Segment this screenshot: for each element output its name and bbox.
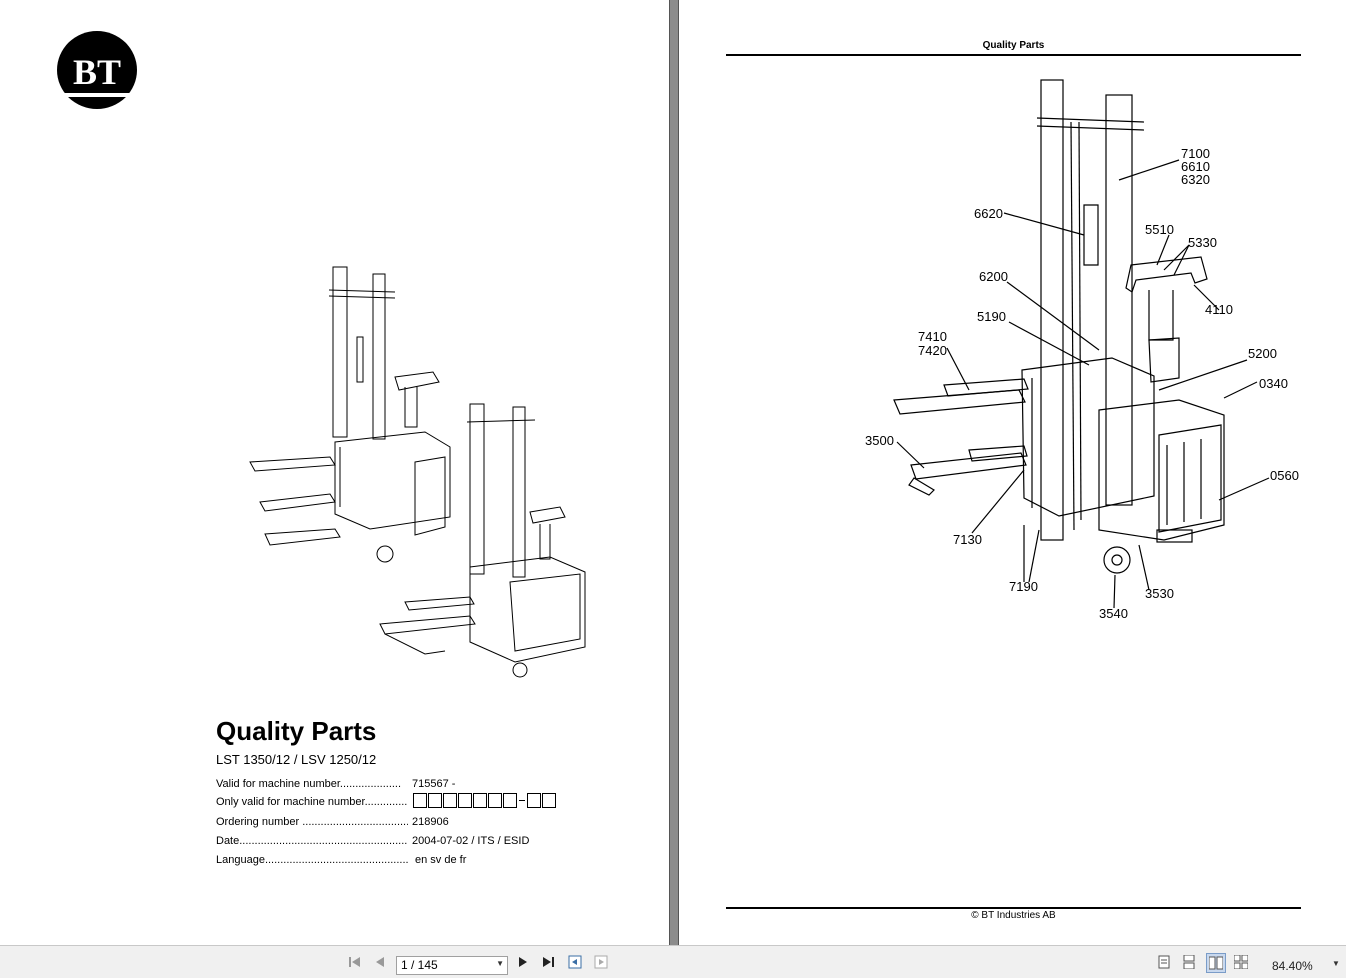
page-header: Quality Parts (982, 40, 1045, 51)
single-page-icon[interactable] (1155, 953, 1173, 971)
callout-3540: 3540 (1099, 606, 1128, 621)
info-value: en sv de fr (415, 854, 467, 866)
exploded-parts-diagram (893, 79, 1270, 609)
first-page-icon[interactable] (346, 953, 364, 971)
facing-icon[interactable] (1206, 953, 1226, 973)
info-value: 715567 - (412, 778, 456, 790)
callout-7410: 7410 (918, 329, 947, 344)
callout-3530: 3530 (1145, 586, 1174, 601)
callout-0340: 0340 (1259, 376, 1288, 391)
callout-6200: 6200 (979, 269, 1008, 284)
prev-page-icon[interactable] (371, 953, 389, 971)
right-page: Quality Parts (678, 0, 1346, 945)
document-subtitle: LST 1350/12 / LSV 1250/12 (216, 752, 377, 767)
logo-text: BT (73, 52, 121, 92)
document-title: Quality Parts (216, 716, 377, 746)
continuous-facing-icon[interactable] (1232, 953, 1250, 971)
page-number-input[interactable]: 1 / 145 ▼ (396, 956, 508, 975)
callout-7190: 7190 (1009, 579, 1038, 594)
callout-6610: 6610 (1181, 159, 1210, 174)
last-page-icon[interactable] (539, 953, 557, 971)
callout-7420: 7420 (918, 343, 947, 358)
chevron-down-icon[interactable]: ▼ (1332, 959, 1340, 968)
info-label: Language................................… (216, 854, 408, 866)
info-value: 218906 (412, 816, 449, 828)
page-indicator: 1 / 145 (401, 958, 438, 972)
bt-logo: BT (56, 31, 138, 109)
callout-5190: 5190 (977, 309, 1006, 324)
cover-forklift-illustration (249, 266, 586, 678)
next-view-icon[interactable] (592, 953, 610, 971)
machine-number-boxes (413, 793, 557, 808)
page-footer: © BT Industries AB (971, 910, 1056, 921)
callout-0560: 0560 (1270, 468, 1299, 483)
info-label: Ordering number ........................… (216, 816, 408, 828)
callout-6320: 6320 (1181, 172, 1210, 187)
callout-5330: 5330 (1188, 235, 1217, 250)
zoom-level[interactable]: 84.40% (1272, 959, 1313, 973)
callout-5200: 5200 (1248, 346, 1277, 361)
next-page-icon[interactable] (514, 953, 532, 971)
callout-5510: 5510 (1145, 222, 1174, 237)
info-label: Date....................................… (216, 835, 408, 847)
footer-rule (726, 907, 1301, 909)
chevron-down-icon[interactable]: ▼ (496, 959, 504, 968)
info-label: Valid for machine number................… (216, 778, 402, 790)
left-page: BT Quality Parts LST 1350/12 / LSV 1250/… (0, 0, 670, 945)
callout-3500: 3500 (865, 433, 894, 448)
previous-view-icon[interactable] (566, 953, 584, 971)
page-gutter (670, 0, 678, 945)
callout-6620: 6620 (974, 206, 1003, 221)
callout-7130: 7130 (953, 532, 982, 547)
info-label: Only valid for machine number...........… (216, 796, 408, 808)
info-value: 2004-07-02 / ITS / ESID (412, 835, 530, 847)
header-rule (726, 54, 1301, 56)
continuous-icon[interactable] (1180, 953, 1198, 971)
callout-7100: 7100 (1181, 146, 1210, 161)
viewer-toolbar: 1 / 145 ▼ 84.40% ▼ (0, 945, 1346, 978)
callout-4110: 4110 (1205, 302, 1233, 317)
